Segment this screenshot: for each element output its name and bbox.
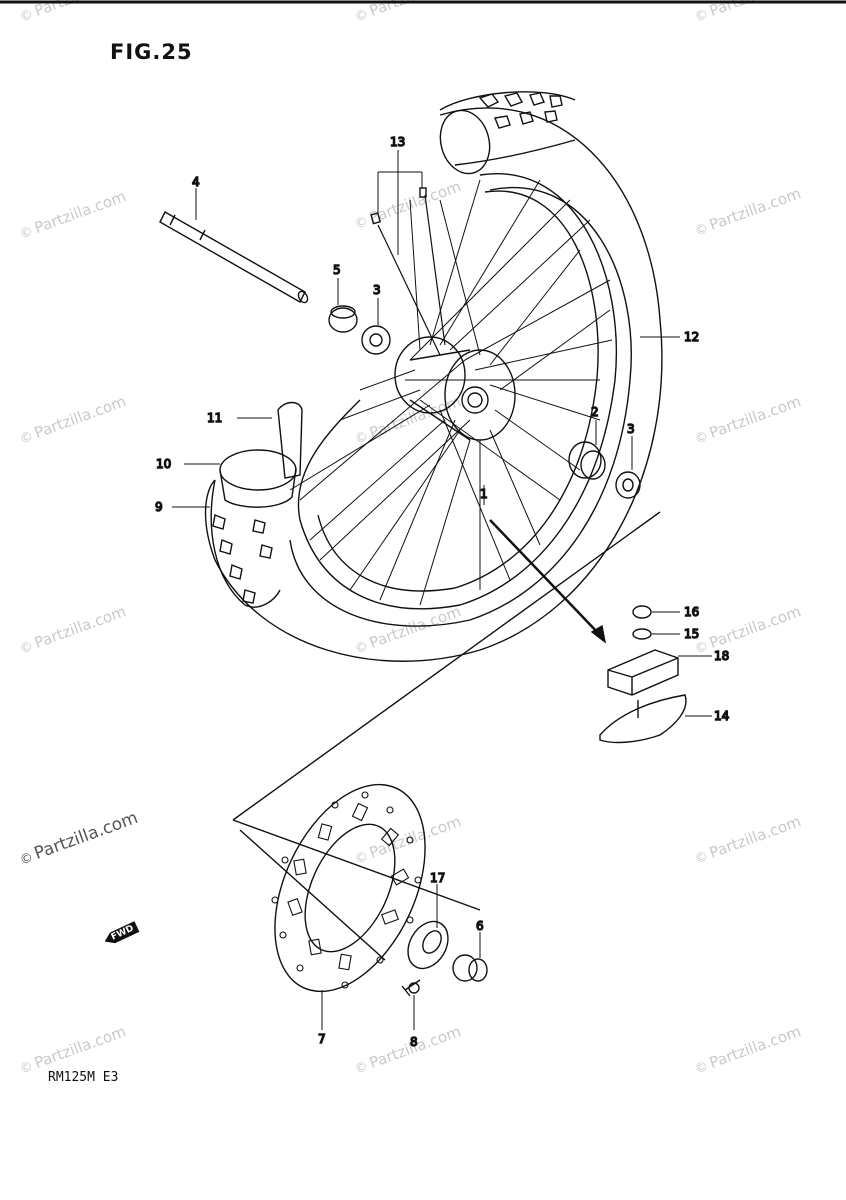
callout-3: 3 [627,422,635,436]
rim-inner [317,190,599,592]
hub [394,336,466,414]
bearing [568,441,602,479]
washer [632,628,652,640]
callout-17: 17 [430,871,445,885]
tire-section-left [210,479,281,608]
axle [159,211,306,303]
callout-1: 1 [480,487,488,501]
tread-blocks-left [212,514,273,604]
callout-14: 14 [714,709,729,723]
tire-inner [289,187,632,627]
callout-11: 11 [207,411,222,425]
tube [277,401,303,479]
callout-18: 18 [714,649,729,663]
collar [328,307,358,333]
callout-4: 4 [192,175,200,189]
spacer [452,954,478,982]
callout-5: 5 [333,263,341,277]
tire-section-top [439,109,491,175]
rim-lock-block [607,649,679,696]
tread-blocks [478,92,563,129]
nut [632,605,652,619]
callout-6: 6 [476,919,484,933]
model-code: RM125M E3 [48,1070,119,1085]
axis-line [232,511,661,961]
oil-seal [361,325,391,355]
callout-9: 9 [155,500,163,514]
disc-holes [271,791,422,989]
leader-lines [172,150,712,1030]
callout-16: 16 [684,605,699,619]
spoke [377,224,441,356]
oil-seal-right [615,471,641,499]
callout-7: 7 [318,1032,326,1046]
disc-plate [407,920,449,970]
tire [204,107,663,662]
callout-10: 10 [156,457,171,471]
callout-12: 12 [684,330,699,344]
disc-bolt [401,979,421,997]
spoke [424,194,446,346]
callout-2: 2 [591,405,599,419]
callout-3: 3 [373,283,381,297]
callout-8: 8 [410,1035,418,1049]
brake-disc [274,783,426,993]
tire-tread-top [439,91,576,166]
rim-lock [599,694,687,744]
callout-13: 13 [390,135,405,149]
spokes [289,179,613,606]
callout-15: 15 [684,627,699,641]
figure-title: FIG.25 [110,40,193,64]
rim [297,173,618,610]
